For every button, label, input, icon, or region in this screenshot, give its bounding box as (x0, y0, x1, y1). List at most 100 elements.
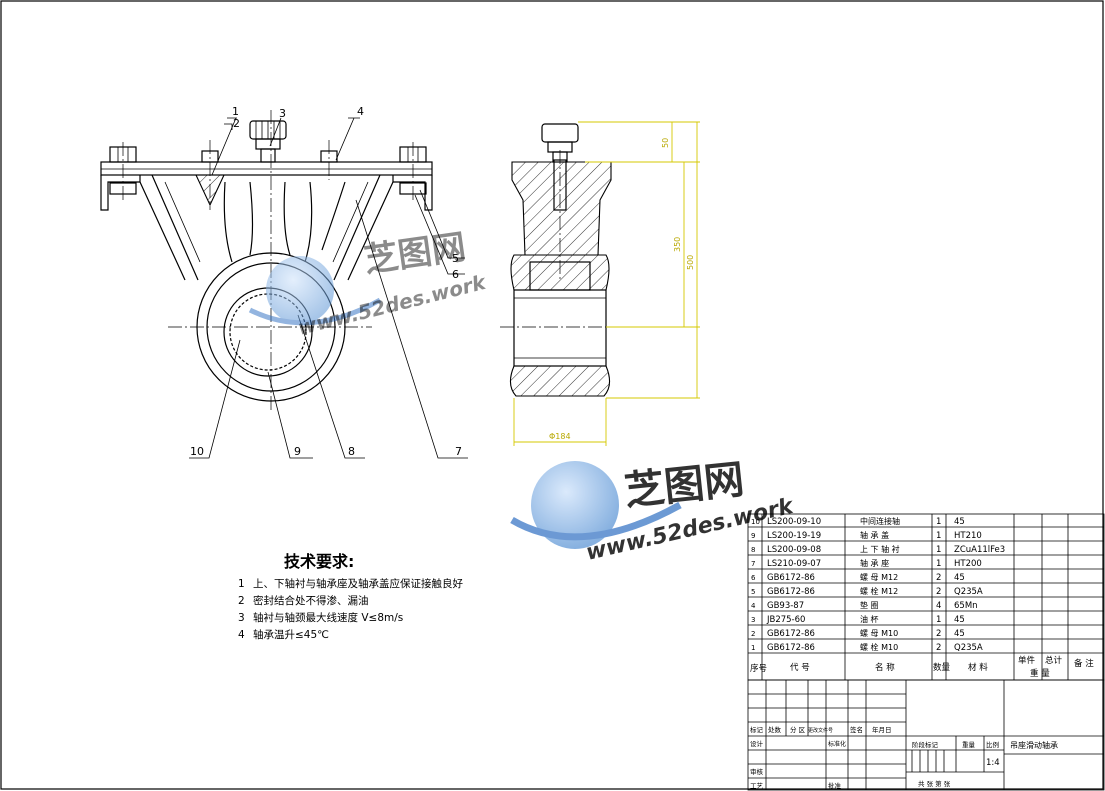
leader-9 (267, 371, 313, 459)
tech-item-text: 上、下轴衬与轴承座及轴承盖应保证接触良好 (253, 578, 463, 590)
bom-cell-qty: 2 (936, 643, 941, 653)
bom-cell-material: 65Mn (954, 601, 978, 611)
bom-cell-qty: 1 (936, 615, 941, 625)
bom-cell-no: 9 (751, 532, 755, 540)
dim-500: 500 (686, 255, 695, 270)
tb-weight: 重量 (962, 741, 976, 749)
bom-cell-name: 上 下 轴 衬 (860, 544, 900, 554)
bom-cell-no: 5 (751, 588, 755, 596)
tb-zone: 分 区 (790, 725, 806, 734)
bom-cell-qty: 1 (936, 545, 941, 555)
bom-cell-qty: 1 (936, 517, 941, 527)
bom-cell-qty: 2 (936, 573, 941, 583)
side-oil-cup (541, 123, 579, 143)
hdr-name: 名 称 (875, 662, 895, 673)
tb-change: 更改文件号 (808, 727, 833, 734)
leader-3 (269, 117, 282, 147)
mount-plate (100, 161, 433, 176)
tech-item: 3 轴衬与轴颈最大线速度 V≤8m/s (238, 610, 463, 627)
bom-cell-no: 7 (751, 560, 755, 568)
hdr-code: 代 号 (790, 662, 810, 673)
leader-4 (335, 117, 360, 161)
right-foot (392, 175, 433, 211)
tech-item-num: 1 (238, 578, 245, 590)
hdr-material: 材 料 (968, 662, 988, 673)
balloon-10: 10 (190, 445, 204, 458)
bom-cell-qty: 2 (936, 629, 941, 639)
tb-stage: 阶段标记 (912, 740, 939, 749)
tech-item-text: 轴承温升≤45℃ (253, 629, 329, 641)
balloon-9: 9 (294, 445, 301, 458)
housing-section-upper (511, 161, 612, 256)
bom-cell-material: 45 (954, 629, 965, 639)
watermark-brand-lower: 芝图网 (622, 457, 746, 515)
housing-section-lower (509, 365, 611, 397)
bearing-housing (151, 174, 381, 281)
tb-sheets: 共 张 第 张 (918, 779, 951, 788)
bom-cell-code: GB6172-86 (767, 643, 815, 653)
tb-date: 年月日 (872, 725, 892, 734)
watermark-logo-lower (510, 461, 682, 549)
bom-cell-material: ZCuA11lFe3 (954, 545, 1005, 555)
bom-cell-code: JB275-60 (766, 615, 805, 625)
leader-10 (189, 339, 241, 459)
bom-cell-no: 6 (751, 574, 756, 582)
bom-cell-material: 45 (954, 517, 965, 527)
title-block: 标记 处数 分 区 更改文件号 签名 年月日 设计 标准化 阶段标记 重量 比例… (747, 679, 1105, 791)
leader-2 (224, 123, 233, 130)
hdr-remark: 备 注 (1074, 658, 1094, 669)
housing-ribs (223, 181, 346, 263)
bom-cell-name: 轴 承 座 (860, 558, 889, 568)
bom-cell-no: 2 (751, 630, 755, 638)
bom-cell-name: 中间连接轴 (860, 516, 900, 526)
bom-cell-code: GB6172-86 (767, 573, 815, 583)
bom-cell-qty: 4 (936, 601, 941, 611)
tb-standardize: 标准化 (828, 740, 846, 748)
bom-cell-code: GB6172-86 (767, 629, 815, 639)
dim-phi184: Φ184 (549, 432, 571, 441)
shaft-circle (229, 293, 307, 371)
balloon-4: 4 (357, 105, 364, 118)
tb-drawing-title: 吊座滑动轴承 (1010, 740, 1058, 750)
watermark-logo-upper (248, 256, 382, 326)
bom-cell-code: LS210-09-07 (767, 559, 821, 569)
tb-approve: 批准 (828, 781, 842, 790)
tb-scale-label: 比例 (986, 740, 999, 749)
bom-cell-code: LS200-09-08 (767, 545, 821, 555)
balloon-6: 6 (452, 268, 459, 281)
hdr-weight: 重 量 (1030, 668, 1050, 679)
bom-cell-name: 螺 栓 M10 (860, 642, 898, 652)
balloon-1: 1 (232, 105, 239, 118)
balloon-7: 7 (455, 445, 462, 458)
tech-requirements-title: 技术要求: (284, 552, 355, 571)
bom-cell-qty: 1 (936, 531, 941, 541)
left-foot (100, 175, 141, 211)
bom-cell-name: 油 杯 (860, 614, 879, 624)
bom-cell-code: GB6172-86 (767, 587, 815, 597)
bolt-m10-right (320, 140, 338, 180)
tb-process: 工艺 (750, 782, 764, 790)
tb-review: 审核 (750, 767, 764, 776)
tech-item: 1 上、下轴衬与轴承座及轴承盖应保证接触良好 (238, 576, 463, 593)
leader-8 (297, 314, 365, 459)
bom-cell-name: 螺 母 M10 (860, 628, 898, 638)
dim-50: 50 (661, 138, 670, 148)
balloon-5: 5 (452, 252, 459, 265)
hdr-no: 序号 (750, 663, 767, 674)
side-section-view (500, 121, 700, 446)
bom-cell-no: 10 (751, 518, 760, 526)
tech-item-num: 3 (238, 612, 245, 624)
balloon-2: 2 (233, 117, 240, 130)
bom-cell-name: 轴 承 盖 (860, 530, 889, 540)
tb-count: 处数 (768, 725, 782, 734)
bom-cell-name: 垫 圈 (860, 600, 879, 610)
balloon-3: 3 (279, 107, 286, 120)
bolt-m10-left (195, 140, 225, 210)
tech-item-text: 轴衬与轴颈最大线速度 V≤8m/s (253, 612, 404, 624)
bom-cell-material: 45 (954, 573, 965, 583)
